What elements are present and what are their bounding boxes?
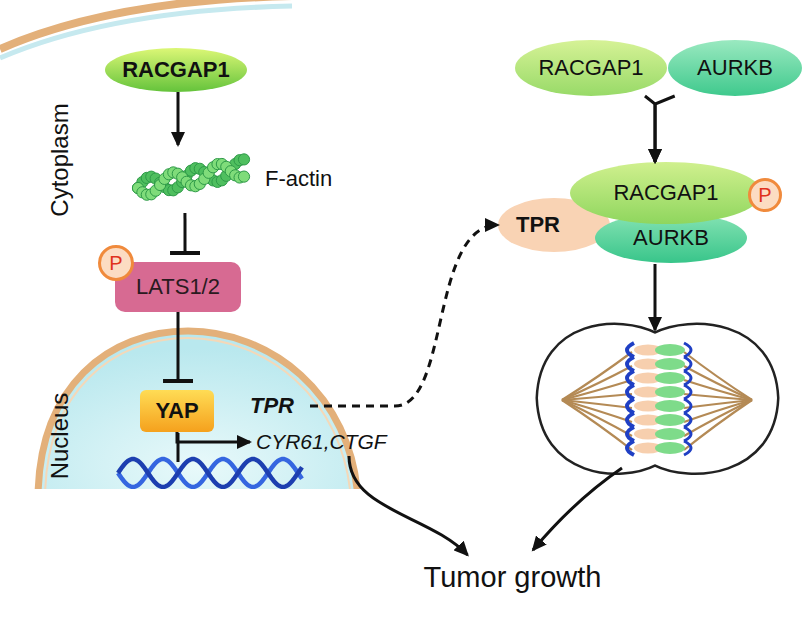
chromosome-arm <box>684 357 691 371</box>
nucleus-inner-line <box>45 338 351 489</box>
region-label: Cytoplasm <box>46 85 74 235</box>
node-text: AURKB <box>633 226 709 250</box>
mitosis-to-growth-arrow <box>533 468 622 550</box>
chromosome-arm <box>684 343 691 357</box>
chromosome-arm <box>627 399 634 413</box>
dna-strand <box>118 459 302 487</box>
chromosome-arm <box>684 371 691 385</box>
chromosome-arm <box>627 385 634 399</box>
node-text: RACGAP1 <box>122 58 230 82</box>
chromosome-arm <box>684 413 691 427</box>
chromosome-arm <box>627 343 634 357</box>
dividing-cell-inner <box>540 327 775 470</box>
chromosome-arm <box>627 357 634 371</box>
spindle-fiber <box>562 394 632 400</box>
nucleus <box>38 331 358 489</box>
spindle-fiber <box>562 400 632 422</box>
chromosome-complex <box>655 372 685 384</box>
arrow-connector <box>349 456 468 555</box>
node-text: TPR <box>516 213 560 237</box>
spindle-fiber <box>562 400 632 436</box>
protein-ellipse: AURKB <box>668 40 802 96</box>
spindle-fiber <box>684 380 752 400</box>
arrow-connector <box>177 432 250 442</box>
arrow-connector <box>655 96 675 162</box>
chromosome-complex <box>655 386 685 398</box>
arrow-connector <box>310 225 498 406</box>
chromosome-arm <box>684 385 691 399</box>
chromosome-arm <box>627 441 634 455</box>
yap-box: YAP <box>140 390 214 432</box>
yap-dna-line <box>177 433 180 462</box>
node-text: CYR61,CTGF <box>256 430 387 453</box>
spindle-fiber <box>684 352 752 400</box>
actin-bead <box>238 171 249 182</box>
spindle-fiber <box>684 400 752 422</box>
gene-label-node: CYR61,CTGF <box>250 428 415 456</box>
chromosome-complex <box>655 428 685 440</box>
node-text: P <box>758 184 771 206</box>
inhibition-connector <box>183 213 186 253</box>
spindle-fiber <box>562 380 632 400</box>
arrow-connector <box>645 96 655 162</box>
actin-bead <box>238 154 249 165</box>
node-text: RACGAP1 <box>538 56 643 80</box>
chromosome-arm <box>684 427 691 441</box>
node-text: TPR <box>250 394 294 418</box>
chromosome-arm <box>627 427 634 441</box>
dividing-cell-outline <box>540 327 775 470</box>
node-text: YAP <box>155 399 198 423</box>
spindle-fiber <box>684 394 752 400</box>
chromosome-complex <box>655 414 685 426</box>
phospho-circle: P <box>748 178 782 212</box>
region-label: Nucleus <box>46 376 74 496</box>
protein-ellipse: RACGAP1 <box>570 162 762 224</box>
dna-strand <box>118 459 302 487</box>
node-text: Tumor growth <box>424 562 602 594</box>
chromosome-complex <box>655 400 685 412</box>
node-text: P <box>109 252 122 274</box>
f-actin-node: F-actin <box>130 145 370 213</box>
kinase-box: LATS1/2 <box>115 262 241 312</box>
spindle-fiber <box>562 400 632 450</box>
node-text: AURKB <box>697 56 773 80</box>
chromosome-complex <box>655 442 685 454</box>
spindle-fiber <box>562 366 632 400</box>
complex-to-mitosis-arrow <box>654 264 657 330</box>
chromosome-complex <box>655 358 685 370</box>
chromosome-complex <box>655 344 685 356</box>
protein-ellipse: RACGAP1 <box>105 48 247 92</box>
chromosome-arm <box>627 413 634 427</box>
node-text: F-actin <box>265 167 332 191</box>
spindle-fiber <box>562 352 632 400</box>
phospho-circle: P <box>98 245 134 281</box>
cell-membrane <box>0 0 292 49</box>
f-actin-filament <box>132 154 249 201</box>
inhibition-connector <box>177 312 180 381</box>
dna-helix <box>118 459 302 487</box>
nucleus-group <box>38 331 358 489</box>
mitotic-spindle <box>562 352 752 450</box>
gene-label-node: TPR <box>250 392 310 420</box>
chromosomes <box>627 343 691 455</box>
outcome-label-node: Tumor growth <box>400 555 625 600</box>
protein-ellipse: RACGAP1 <box>515 40 667 96</box>
chromosome-arm <box>627 371 634 385</box>
spindle-fiber <box>684 366 752 400</box>
chromosome-arm <box>684 399 691 413</box>
arrow-connector <box>176 92 179 145</box>
spindle-fiber <box>684 400 752 450</box>
node-text: LATS1/2 <box>136 275 220 299</box>
node-text: RACGAP1 <box>613 181 718 205</box>
chromosome-arm <box>684 441 691 455</box>
spindle-fiber <box>684 400 752 436</box>
